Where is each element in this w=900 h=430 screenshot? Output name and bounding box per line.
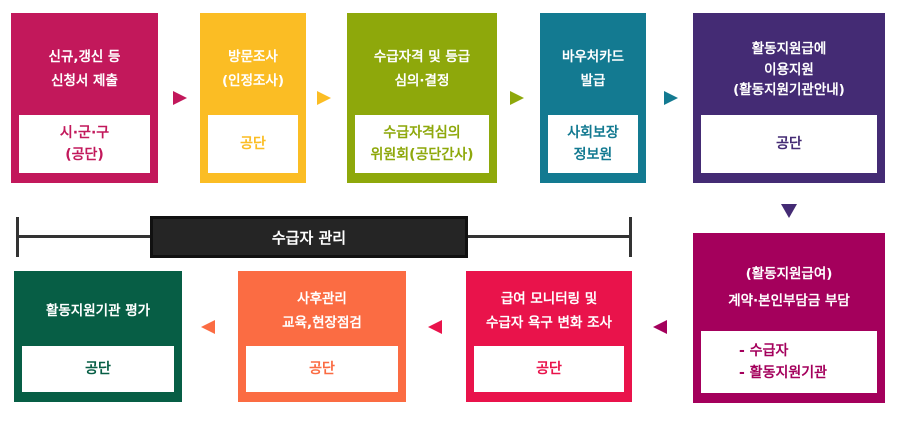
- step-box: 시·군·구 (공단): [19, 115, 150, 173]
- text-line: 공단: [776, 135, 802, 152]
- arrow-right-icon: [317, 91, 331, 105]
- management-bar-label: 수급자 관리: [150, 216, 468, 258]
- text-line: 공단: [240, 135, 266, 152]
- text-line: 수급자 욕구 변화 조사: [486, 315, 612, 331]
- text-line: (공단): [65, 147, 104, 163]
- text-line: 활동지원급에: [751, 40, 827, 57]
- text-line: 교육,현장점검: [282, 315, 362, 331]
- text-line: 위원회(공단간사): [370, 147, 474, 163]
- text-line: 공단: [536, 360, 562, 377]
- step-title: 활동지원기관 평가: [14, 277, 182, 347]
- step-box: - 수급자 - 활동지원기관: [701, 331, 877, 393]
- text-line: 계약·본인부담금 부담: [728, 293, 850, 309]
- step-agency-evaluation: 활동지원기관 평가 공단: [14, 271, 182, 402]
- text-line: 활동지원기관 평가: [45, 303, 151, 320]
- text-line: 사후관리: [297, 291, 347, 308]
- text-line: 사회보장: [567, 124, 619, 141]
- text-line: 공단: [85, 360, 111, 377]
- text-line: - 수급자: [739, 342, 789, 359]
- arrow-left-icon: [201, 320, 215, 334]
- step-box: 공단: [22, 346, 174, 392]
- arrow-left-icon: [428, 320, 442, 334]
- management-bar-left-cap: [16, 217, 19, 257]
- text-line: 시·군·구: [59, 124, 110, 141]
- arrow-right-icon: [510, 91, 524, 105]
- step-title: (활동지원급여) 계약·본인부담금 부담: [693, 245, 885, 331]
- text-line: 이용지원: [764, 61, 814, 78]
- text-line: 방문조사: [228, 49, 278, 66]
- text-line: 신규,갱신 등: [48, 49, 121, 66]
- step-contract-copay: (활동지원급여) 계약·본인부담금 부담 - 수급자 - 활동지원기관: [693, 233, 885, 403]
- text-line: 수급자격심의: [383, 124, 461, 141]
- text-line: 정보원: [573, 147, 613, 163]
- text-line: (인정조사): [221, 73, 285, 89]
- text-line: 발급: [580, 73, 606, 89]
- text-line: 공단: [309, 360, 335, 377]
- arrow-left-icon: [653, 320, 667, 334]
- step-box: 공단: [474, 346, 624, 392]
- management-bar-right-cap: [629, 217, 632, 257]
- step-box: 공단: [701, 115, 877, 173]
- text-line: 바우처카드: [561, 49, 625, 66]
- text-line: (활동지원급여): [745, 266, 833, 282]
- text-line: 급여 모니터링 및: [500, 291, 598, 308]
- text-line: 심의·결정: [394, 73, 450, 89]
- text-line: 수급자격 및 등급: [373, 49, 471, 66]
- arrow-down-icon: [781, 204, 797, 218]
- text-line: (활동지원기관안내): [733, 82, 845, 99]
- step-box: 공단: [208, 115, 298, 173]
- arrow-right-icon: [173, 91, 187, 105]
- arrow-right-icon: [664, 91, 678, 105]
- step-box: 공단: [246, 346, 398, 392]
- text-line: 신청서 제출: [51, 73, 118, 89]
- text-line: - 활동지원기관: [739, 365, 827, 381]
- step-title: 방문조사 (인정조사): [200, 27, 306, 113]
- step-visit-survey: 방문조사 (인정조사) 공단: [200, 13, 306, 183]
